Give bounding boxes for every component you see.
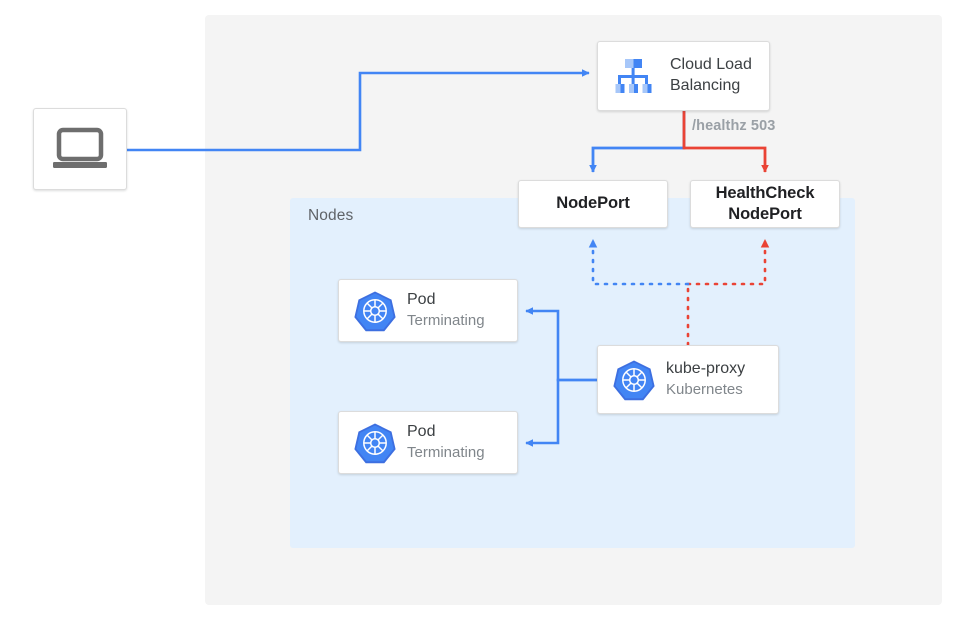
pod-1-text: Pod Terminating xyxy=(407,290,485,330)
pod-node-2[interactable]: Pod Terminating xyxy=(338,411,518,474)
kube-proxy-text: kube-proxy Kubernetes xyxy=(666,359,745,399)
clb-title-line2: Balancing xyxy=(670,77,741,94)
healthcheck-nodeport-node[interactable]: HealthCheck NodePort xyxy=(690,180,840,228)
client-node[interactable] xyxy=(33,108,127,190)
clb-title-line1: Cloud Load xyxy=(670,56,752,74)
healthcheck-nodeport-label-line1: HealthCheck xyxy=(715,183,815,202)
kube-proxy-title: kube-proxy xyxy=(666,360,746,378)
cloud-load-balancing-text: Cloud Load Balancing xyxy=(670,55,752,97)
kube-proxy-node[interactable]: kube-proxy Kubernetes xyxy=(597,345,779,414)
cloud-load-balancing-icon xyxy=(615,59,652,93)
cloud-load-balancing-node[interactable]: Cloud Load Balancing xyxy=(597,41,770,111)
kubernetes-icon xyxy=(354,291,396,331)
kube-proxy-subtitle: Kubernetes xyxy=(666,381,743,399)
kubernetes-icon xyxy=(613,360,655,400)
nodeport-label: NodePort xyxy=(556,194,630,213)
nodeport-node[interactable]: NodePort xyxy=(518,180,668,228)
pod-2-text: Pod Terminating xyxy=(407,422,485,462)
pod-1-title: Pod xyxy=(407,291,436,309)
healthcheck-nodeport-label: HealthCheck NodePort xyxy=(716,183,815,225)
pod-1-status: Terminating xyxy=(407,312,485,330)
pod-2-status: Terminating xyxy=(407,444,485,462)
kubernetes-icon xyxy=(354,423,396,463)
laptop-icon xyxy=(53,127,107,168)
pod-2-title: Pod xyxy=(407,423,436,441)
nodes-zone-label: Nodes xyxy=(308,207,354,224)
pod-node-1[interactable]: Pod Terminating xyxy=(338,279,518,342)
healthz-status-label: /healthz 503 xyxy=(692,118,776,134)
healthcheck-nodeport-label-line2: NodePort xyxy=(728,205,802,223)
